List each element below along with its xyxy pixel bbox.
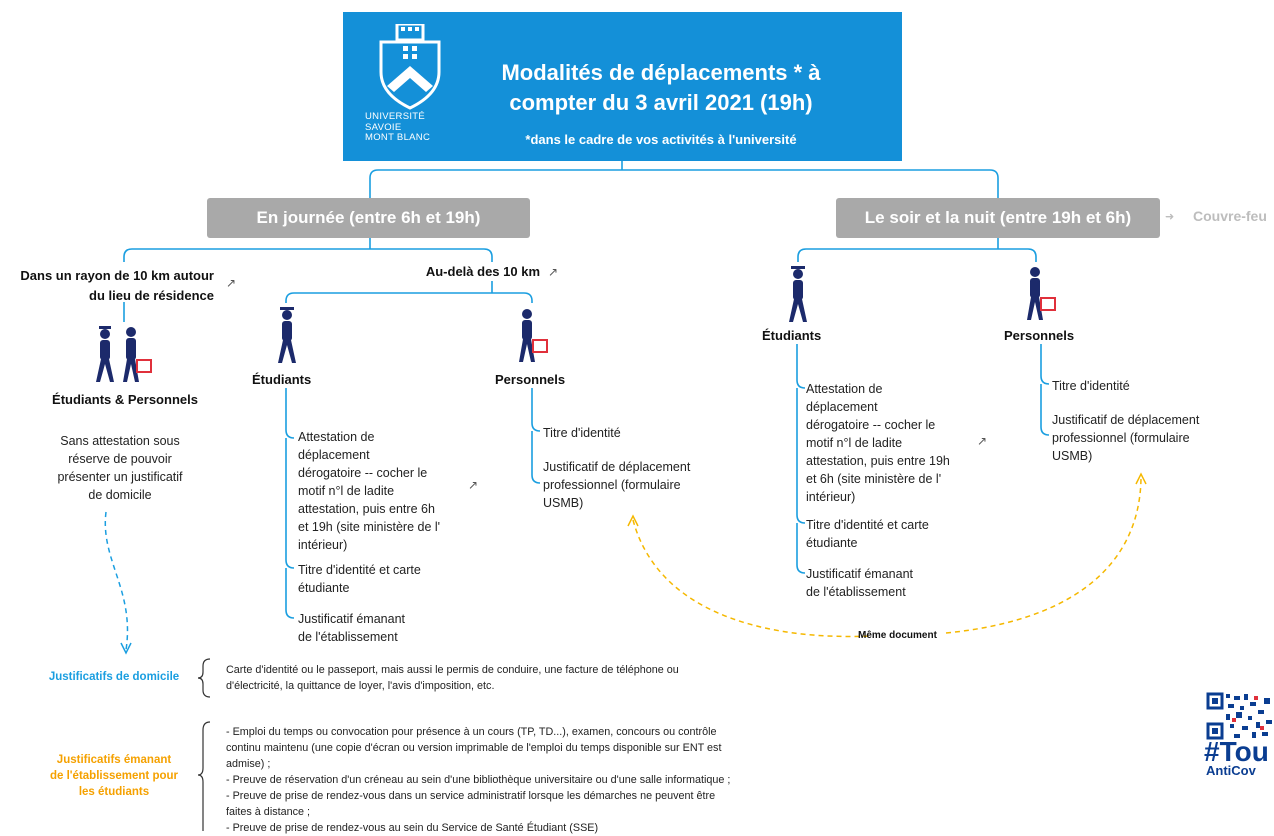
item-line: intérieur) (806, 490, 856, 504)
item-line: et 19h (site ministère de l' (298, 520, 441, 534)
day-students-item: Justificatif émanant de l'établissement (298, 610, 478, 646)
domicile-label: Justificatifs de domicile (48, 671, 180, 683)
day-branch-box: En journée (entre 6h et 19h) (207, 198, 530, 238)
radius-audience: Étudiants & Personnels (52, 392, 198, 407)
foot-line: faites à distance ; (226, 806, 311, 818)
domicile-text: Carte d'identité ou le passeport, mais a… (226, 662, 786, 694)
item-line: Justificatif de déplacement (543, 460, 691, 474)
university-name: UNIVERSITÉ SAVOIE MONT BLANC (365, 111, 431, 144)
note-line: Sans attestation sous (60, 434, 180, 448)
external-link-icon[interactable]: ↗ (468, 478, 479, 492)
label-line: les étudiants (78, 786, 150, 798)
radius-title-line: Dans un rayon de 10 km autour (20, 268, 214, 283)
radius-title: Dans un rayon de 10 km autour du lieu de… (12, 266, 214, 306)
day-staff-item: Justificatif de déplacement professionne… (543, 458, 733, 512)
university-line: SAVOIE (365, 121, 402, 133)
radius-title-line: du lieu de résidence (89, 288, 214, 303)
student-icon (789, 266, 807, 322)
staff-icon (519, 309, 548, 362)
night-students-item: Attestation de déplacement dérogatoire -… (806, 380, 986, 506)
night-staff-item: Justificatif de déplacement professionne… (1052, 411, 1242, 465)
item-line: étudiante (298, 581, 350, 595)
day-students-label: Étudiants (252, 372, 312, 387)
night-students-item: Titre d'identité et carte étudiante (806, 516, 986, 552)
title-line: compter du 3 avril 2021 (19h) (509, 90, 813, 115)
item-line: intérieur) (298, 538, 348, 552)
item-line: attestation, puis entre 19h (806, 454, 950, 468)
item-line: étudiante (806, 536, 858, 550)
same-document-label: Même document (858, 630, 937, 641)
item-line: Titre d'identité et carte (298, 563, 421, 577)
item-line: Titre d'identité (1052, 379, 1130, 393)
day-staff-item: Titre d'identité (543, 424, 733, 442)
students-and-staff-icon (96, 326, 152, 382)
foot-line: d'électricité, la quittance de loyer, l'… (226, 680, 495, 692)
item-line: Justificatif émanant (298, 612, 405, 626)
etablissement-label: Justificatifs émanant de l'établissement… (34, 752, 194, 800)
night-branch-box: Le soir et la nuit (entre 19h et 6h) (836, 198, 1160, 238)
label-line: Justificatifs émanant (56, 754, 172, 766)
foot-line: admise) ; (226, 758, 271, 770)
item-line: et 6h (site ministère de l' (806, 472, 942, 486)
day-students-item: Attestation de déplacement dérogatoire -… (298, 428, 478, 554)
foot-line: - Preuve de prise de rendez-vous au sein… (226, 822, 599, 834)
university-line: UNIVERSITÉ (365, 111, 426, 122)
night-students-item: Justificatif émanant de l'établissement (806, 565, 986, 601)
external-link-icon[interactable]: ↗ (226, 276, 237, 290)
item-line: professionnel (formulaire (1052, 431, 1190, 445)
item-line: Attestation de (298, 430, 375, 444)
night-staff-item: Titre d'identité (1052, 377, 1242, 395)
qr-code-icon (1206, 692, 1274, 740)
night-staff-label: Personnels (1004, 328, 1075, 343)
external-link-icon[interactable]: ↗ (977, 434, 988, 448)
university-logo (379, 24, 441, 110)
item-line: Titre d'identité (543, 426, 621, 440)
note-line: de domicile (88, 488, 152, 502)
item-line: professionnel (formulaire (543, 478, 681, 492)
title-line: Modalités de déplacements * à (501, 60, 821, 85)
item-line: Justificatif de déplacement (1052, 413, 1200, 427)
foot-line: - Emploi du temps ou convocation pour pr… (226, 726, 717, 738)
hashtag-sub: AntiCov (1206, 763, 1256, 778)
item-line: Titre d'identité et carte (806, 518, 929, 532)
hashtag-badge: #Tou (1204, 736, 1269, 767)
foot-line: - Preuve de réservation d'un créneau au … (226, 774, 731, 786)
note-line: réserve de pouvoir (68, 452, 172, 466)
curfew-label: Couvre-feu (1193, 208, 1267, 224)
student-icon (278, 307, 296, 363)
night-students-label: Étudiants (762, 328, 822, 343)
beyond-title: Au-delà des 10 km (425, 264, 540, 279)
staff-icon (1027, 267, 1056, 320)
item-line: de l'établissement (806, 585, 906, 599)
item-line: motif n°l de ladite (806, 436, 903, 450)
item-line: attestation, puis entre 6h (298, 502, 435, 516)
item-line: dérogatoire -- cocher le (298, 466, 428, 480)
page-title: Modalités de déplacements * à compter du… (472, 58, 850, 118)
item-line: USMB) (1052, 449, 1093, 463)
item-line: déplacement (298, 448, 370, 462)
foot-line: - Preuve de prise de rendez-vous dans un… (226, 790, 716, 802)
item-line: dérogatoire -- cocher le (806, 418, 936, 432)
foot-line: Carte d'identité ou le passeport, mais a… (226, 664, 679, 676)
item-line: USMB) (543, 496, 584, 510)
etablissement-text: - Emploi du temps ou convocation pour pr… (226, 724, 826, 836)
note-line: présenter un justificatif (57, 470, 183, 484)
item-line: motif n°l de ladite (298, 484, 395, 498)
day-staff-label: Personnels (495, 372, 566, 387)
page-subtitle: *dans le cadre de vos activités à l'univ… (525, 132, 797, 147)
item-line: Justificatif émanant (806, 567, 913, 581)
arrow-right-icon: ➜ (1165, 211, 1175, 223)
item-line: Attestation de (806, 382, 883, 396)
label-line: de l'établissement pour (50, 770, 178, 782)
item-line: déplacement (806, 400, 878, 414)
item-line: de l'établissement (298, 630, 398, 644)
day-students-item: Titre d'identité et carte étudiante (298, 561, 478, 597)
foot-line: continu maintenu (une copie d'écran ou v… (226, 742, 722, 754)
radius-note: Sans attestation sous réserve de pouvoir… (30, 432, 210, 504)
external-link-icon[interactable]: ↗ (548, 265, 559, 279)
university-line: MONT BLANC (365, 132, 431, 143)
